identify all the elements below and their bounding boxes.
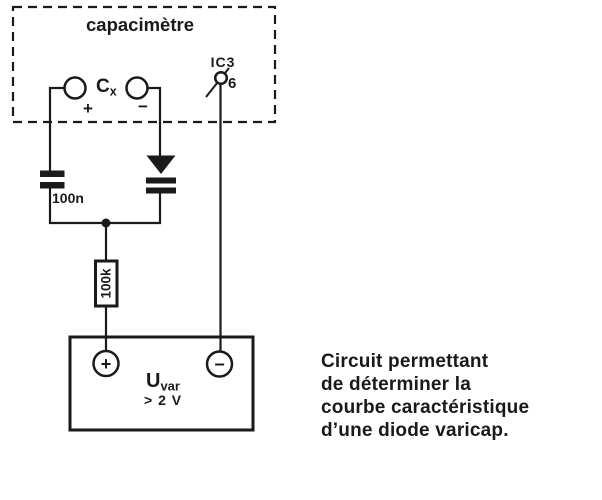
supply-plus-sign: + — [101, 354, 112, 374]
supply-minus-sign: − — [214, 355, 225, 375]
cx-plus-label: + — [83, 99, 93, 118]
cx-label: Cx — [96, 76, 117, 99]
junction-dot — [101, 218, 111, 228]
caption-line: de déterminer la — [321, 374, 471, 395]
supply-voltage-label: > 2 V — [144, 392, 182, 408]
caption-line: Circuit permettant — [321, 351, 489, 372]
wire-right-terminal-to-varicap — [147, 86, 162, 156]
capacitor-label: 100n — [52, 190, 84, 206]
figure-caption: Circuit permettant de déterminer la cour… — [321, 350, 596, 442]
cx-terminal-plus — [63, 76, 87, 100]
supply-plus-terminal — [92, 349, 120, 378]
capacitor-plate-bottom — [40, 182, 65, 189]
caption-line: courbe caractéristique — [321, 397, 530, 418]
meter-boundary-box — [11, 5, 277, 124]
resistor-body — [94, 259, 119, 308]
supply-box — [68, 335, 255, 432]
varicap-triangle — [146, 155, 176, 174]
caption-line: d’une diode varicap. — [321, 420, 509, 441]
varicap-plate-bottom — [146, 187, 176, 194]
ic3-pin-number: 6 — [228, 75, 236, 92]
resistor-label: 100k — [99, 268, 114, 299]
ic3-label: IC3 — [211, 54, 236, 70]
varicap-plate-top — [146, 177, 176, 184]
supply-minus-terminal — [205, 350, 234, 378]
ic3-pin-connector — [213, 70, 229, 86]
wire-left-terminal-to-capacitor — [48, 86, 65, 171]
capacitor-plate-top — [40, 170, 65, 177]
supply-label: Uvar — [146, 370, 180, 394]
cx-terminal-minus — [125, 76, 149, 100]
cx-minus-label: − — [138, 97, 148, 116]
meter-title: capacimètre — [86, 14, 194, 35]
